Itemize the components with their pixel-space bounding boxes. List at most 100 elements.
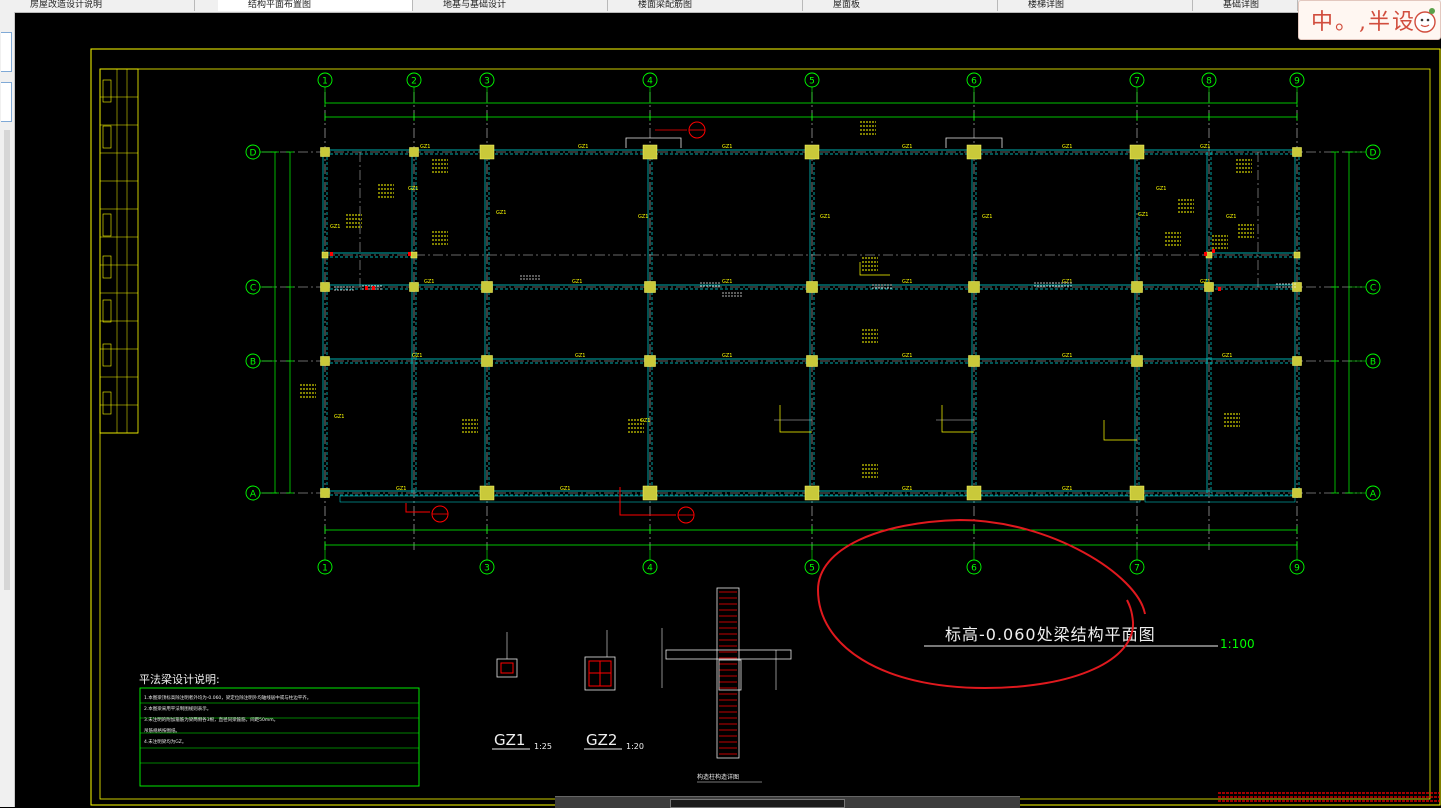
command-line-area[interactable] bbox=[555, 796, 1020, 808]
red-mark bbox=[330, 252, 333, 256]
column-major bbox=[642, 485, 658, 501]
column-tag: GZ1 bbox=[902, 144, 912, 150]
column-major bbox=[479, 144, 495, 160]
column-tag: GZ1 bbox=[1062, 279, 1072, 285]
drawing-tab-label: 屋面板 bbox=[833, 0, 861, 10]
note-line: 2.本图梁采用平法制图规则表示。 bbox=[144, 705, 211, 712]
leader-line bbox=[779, 405, 812, 433]
drawing-tab-label: 楼面梁配筋图 bbox=[638, 0, 693, 10]
column-tag: GZ1 bbox=[330, 224, 340, 230]
beam-tag-area bbox=[1165, 225, 1183, 245]
axis-bubble-right-C: C bbox=[1370, 284, 1376, 294]
column-minor bbox=[1292, 488, 1302, 498]
column-minor bbox=[320, 147, 330, 157]
column-tag: GZ1 bbox=[640, 418, 650, 424]
axis-bubble-left-C: C bbox=[250, 284, 256, 294]
axis-bubble-top-3: 3 bbox=[484, 77, 490, 87]
column bbox=[481, 355, 493, 367]
revision-table-mark bbox=[102, 79, 112, 103]
notes-title: 平法梁设计说明: bbox=[139, 672, 220, 686]
axis-bubble-left-D: D bbox=[250, 149, 257, 159]
red-mark bbox=[1212, 249, 1215, 253]
drawing-tab-6[interactable]: 楼梯详图 bbox=[998, 0, 1193, 11]
axis-bubble-top-5: 5 bbox=[809, 77, 815, 87]
axis-bubble-right-A: A bbox=[1370, 490, 1377, 500]
beam-detail bbox=[718, 659, 742, 691]
drawing-tab-4[interactable]: 楼面梁配筋图 bbox=[608, 0, 803, 11]
column-major bbox=[479, 485, 495, 501]
drawing-tab-label: 房屋改造设计说明 bbox=[30, 0, 103, 10]
column-tag: GZ1 bbox=[638, 214, 648, 220]
column bbox=[644, 281, 656, 293]
ime-status-bar[interactable]: 中。,半设 bbox=[1298, 0, 1441, 40]
drawing-tab-5[interactable]: 屋面板 bbox=[803, 0, 998, 11]
beam-tag-area bbox=[432, 152, 450, 172]
axis-bubble-top-1: 1 bbox=[322, 77, 328, 87]
note-line: 3.未注明的附加箍筋为梁两侧各3根，直径同梁箍筋，间距50mm。 bbox=[144, 716, 278, 723]
tool-button-search[interactable] bbox=[1, 82, 12, 122]
tool-button-collapse[interactable] bbox=[1, 32, 12, 72]
column-tag: GZ1 bbox=[572, 279, 582, 285]
column-small bbox=[1293, 251, 1301, 259]
column-major bbox=[1129, 144, 1145, 160]
revision-table-mark bbox=[102, 213, 112, 237]
column bbox=[806, 355, 818, 367]
detail-scale-gz1: 1:25 bbox=[534, 742, 552, 751]
vertical-scrollbar[interactable] bbox=[4, 130, 10, 590]
column-minor bbox=[320, 488, 330, 498]
column-tag: GZ1 bbox=[1062, 353, 1072, 359]
column-major bbox=[804, 485, 820, 501]
axis-bubble-bottom-7: 7 bbox=[1134, 564, 1140, 574]
column-tag: GZ1 bbox=[1200, 144, 1210, 150]
beam-tag-area bbox=[1178, 192, 1196, 212]
leader-line bbox=[859, 262, 890, 276]
drawing-title: 标高-0.060处梁结构平面图 bbox=[945, 625, 1156, 644]
red-mark bbox=[1204, 252, 1207, 256]
column-tag: GZ1 bbox=[722, 353, 732, 359]
column-tag: GZ1 bbox=[820, 214, 830, 220]
detail-scale-gz2: 1:20 bbox=[626, 742, 644, 751]
column-tag: GZ1 bbox=[722, 279, 732, 285]
drawing-tab-7[interactable]: 基础详图 bbox=[1193, 0, 1298, 11]
ime-skin-icon bbox=[1414, 8, 1436, 33]
axis-bubble-bottom-4: 4 bbox=[647, 564, 653, 574]
axis-bubble-left-B: B bbox=[250, 358, 256, 368]
column-tag: GZ1 bbox=[982, 214, 992, 220]
drawing-tab-label: 基础详图 bbox=[1223, 0, 1260, 10]
note-line: 1.本图梁顶标高除注明者外均为-0.060，梁定位除注明外均轴线居中或与柱边平齐… bbox=[144, 694, 311, 701]
beam-tag-area bbox=[1236, 152, 1254, 172]
red-mark bbox=[408, 252, 411, 256]
column-major bbox=[1129, 485, 1145, 501]
axis-bubble-top-2: 2 bbox=[411, 77, 417, 87]
canopy-beam bbox=[1144, 495, 1296, 503]
left-tool-strip bbox=[0, 12, 15, 807]
axis-bubble-right-D: D bbox=[1370, 149, 1377, 159]
gz1-rebar bbox=[500, 662, 514, 674]
column-tag: GZ1 bbox=[412, 353, 422, 359]
drawing-tab-bar: 房屋改造设计说明 结构平面布置图 地基与基础设计 楼面梁配筋图 屋面板 楼梯详图 基础详图 bbox=[0, 0, 1441, 13]
column-tag: GZ1 bbox=[578, 144, 588, 150]
leader-line bbox=[941, 405, 974, 433]
drawing-tab-3[interactable]: 地基与基础设计 bbox=[413, 0, 608, 11]
column bbox=[1131, 355, 1143, 367]
column-tag: GZ1 bbox=[575, 353, 585, 359]
beam-tag-area bbox=[1212, 228, 1230, 248]
axis-bubble-bottom-6: 6 bbox=[971, 564, 977, 574]
beam-tag-area bbox=[862, 322, 880, 342]
column-small bbox=[321, 251, 329, 259]
drawing-frame-outer bbox=[90, 48, 1441, 806]
note-line: 4.未注明梁均为GZ。 bbox=[144, 738, 186, 745]
leader-line bbox=[1103, 420, 1137, 441]
drawing-tab-label: 地基与基础设计 bbox=[443, 0, 507, 10]
canopy-beam bbox=[339, 495, 1141, 503]
axis-bubble-bottom-9: 9 bbox=[1294, 564, 1300, 574]
column-minor bbox=[1292, 282, 1302, 292]
beam-tag-area bbox=[1224, 406, 1242, 426]
drawing-tab-1[interactable]: 房屋改造设计说明 bbox=[0, 0, 195, 11]
drawing-frame-inner bbox=[99, 68, 1431, 800]
drawing-tab-2[interactable]: 结构平面布置图 bbox=[218, 0, 413, 11]
axis-bubble-top-8: 8 bbox=[1206, 77, 1212, 87]
red-mark bbox=[1218, 287, 1221, 291]
beam-tag-area bbox=[462, 412, 480, 432]
